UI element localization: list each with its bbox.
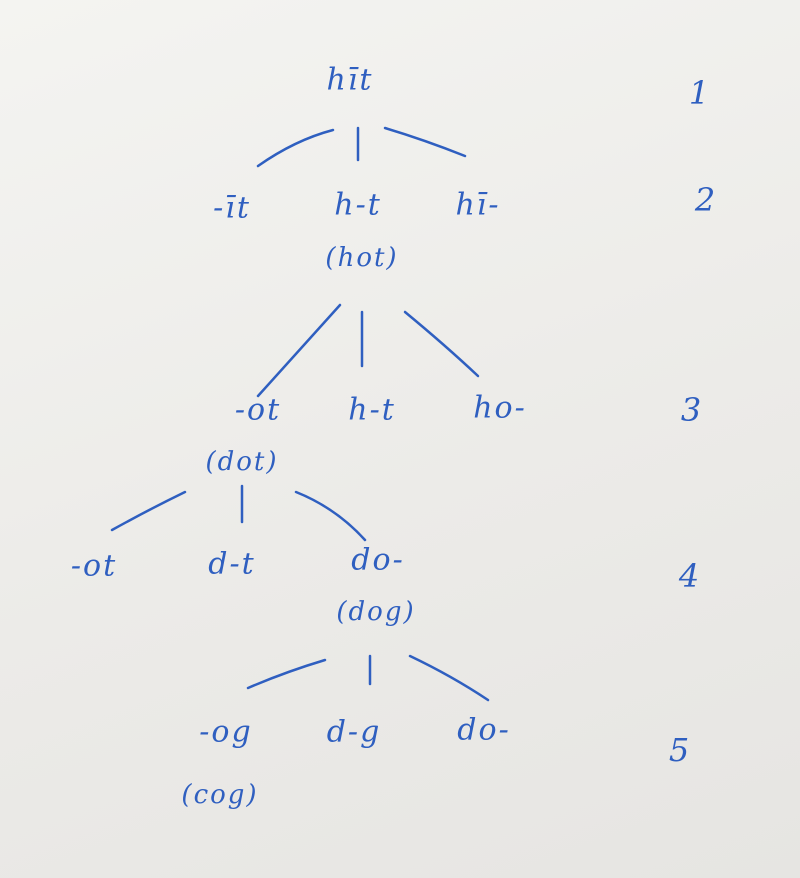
edge-dog-left — [246, 658, 327, 690]
l4-right-word: (dog) — [336, 597, 416, 627]
level-number-4: 4 — [678, 557, 702, 595]
l3-left-pattern: -ot — [234, 392, 282, 428]
edge-dot-left — [110, 490, 187, 532]
level-number-5: 5 — [668, 731, 692, 769]
l5-left-word: (cog) — [181, 780, 259, 810]
l4-left-pattern: -ot — [70, 548, 118, 584]
l5-left-pattern: -og — [199, 714, 253, 750]
l2-middle-pattern: h-t — [334, 187, 382, 223]
l2-middle-word: (hot) — [325, 243, 399, 273]
level-number-2: 2 — [694, 181, 718, 219]
edge-hot-left — [256, 303, 342, 398]
edge-dot-right — [294, 490, 367, 542]
edge-root-right — [383, 126, 467, 158]
level-number-1: 1 — [688, 74, 712, 112]
edge-root-left — [256, 128, 335, 168]
edge-dog-right — [408, 654, 490, 702]
l3-right-pattern: ho- — [473, 390, 527, 426]
l5-middle-pattern: d-g — [326, 714, 382, 750]
l3-middle-pattern: h-t — [348, 392, 396, 428]
l3-left-word: (dot) — [205, 447, 279, 477]
root-word: hīt — [326, 62, 374, 98]
level-number-3: 3 — [680, 391, 704, 429]
l4-right-pattern: do- — [351, 542, 405, 578]
l4-middle-pattern: d-t — [208, 546, 256, 582]
edge-hot-right — [403, 310, 480, 378]
l2-left-pattern: -īt — [213, 190, 251, 226]
l5-right-pattern: do- — [457, 712, 511, 748]
l2-right-pattern: hī- — [455, 187, 501, 223]
